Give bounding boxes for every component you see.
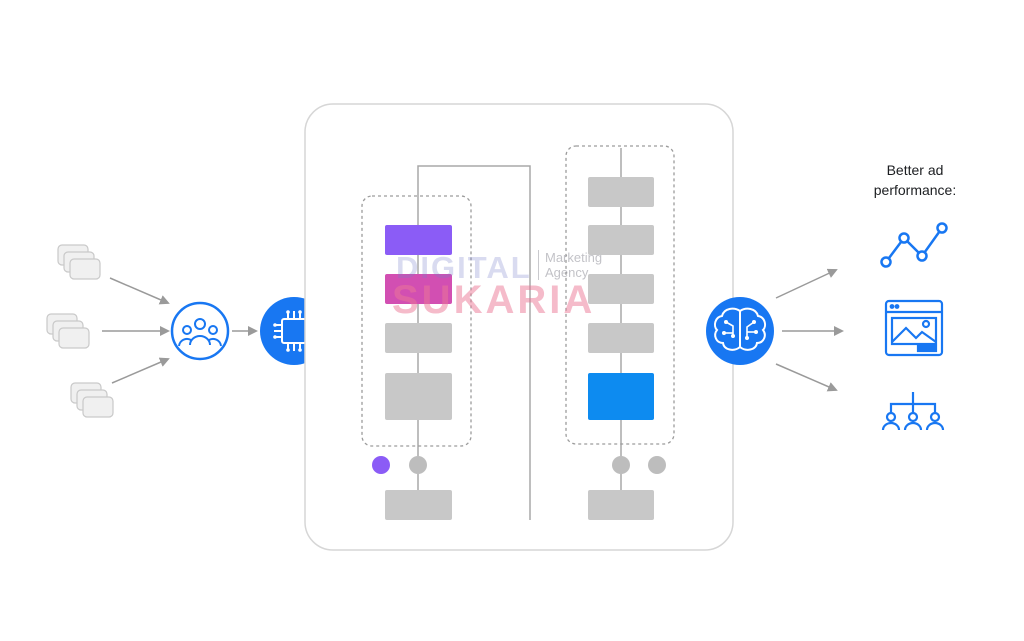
left-output-block	[385, 490, 452, 520]
input-card-stack-2	[46, 313, 90, 349]
right-tower-group	[565, 145, 675, 445]
left-block-grey-1	[385, 323, 452, 353]
right-block-grey-3	[588, 274, 654, 304]
people-group-icon	[170, 301, 230, 361]
left-block-magenta	[385, 274, 452, 304]
caption-line-2: performance:	[873, 182, 957, 198]
right-block-grey-2	[588, 225, 654, 255]
output-arrows	[775, 268, 844, 392]
right-block-grey-1	[588, 177, 654, 207]
input-arrows	[102, 277, 258, 384]
caption-line-1: Better ad	[886, 162, 944, 178]
input-card-stack-1	[57, 244, 101, 280]
right-block-blue	[588, 373, 654, 420]
left-node-purple	[372, 456, 390, 474]
brain-network-icon	[706, 297, 774, 365]
left-tower-group	[361, 195, 472, 447]
left-node-grey	[409, 456, 427, 474]
model-panel	[304, 103, 734, 551]
right-node-grey-2	[648, 456, 666, 474]
right-output-block	[588, 490, 654, 520]
output-caption: Better ad performance:	[850, 160, 980, 200]
ad-creative-icon	[884, 299, 944, 357]
audience-hierarchy-icon	[881, 392, 945, 431]
left-block-purple	[385, 225, 452, 255]
right-block-grey-4	[588, 323, 654, 353]
right-node-grey-1	[612, 456, 630, 474]
line-chart-icon	[880, 222, 948, 268]
left-block-grey-2	[385, 373, 452, 420]
input-card-stack-3	[70, 382, 114, 418]
